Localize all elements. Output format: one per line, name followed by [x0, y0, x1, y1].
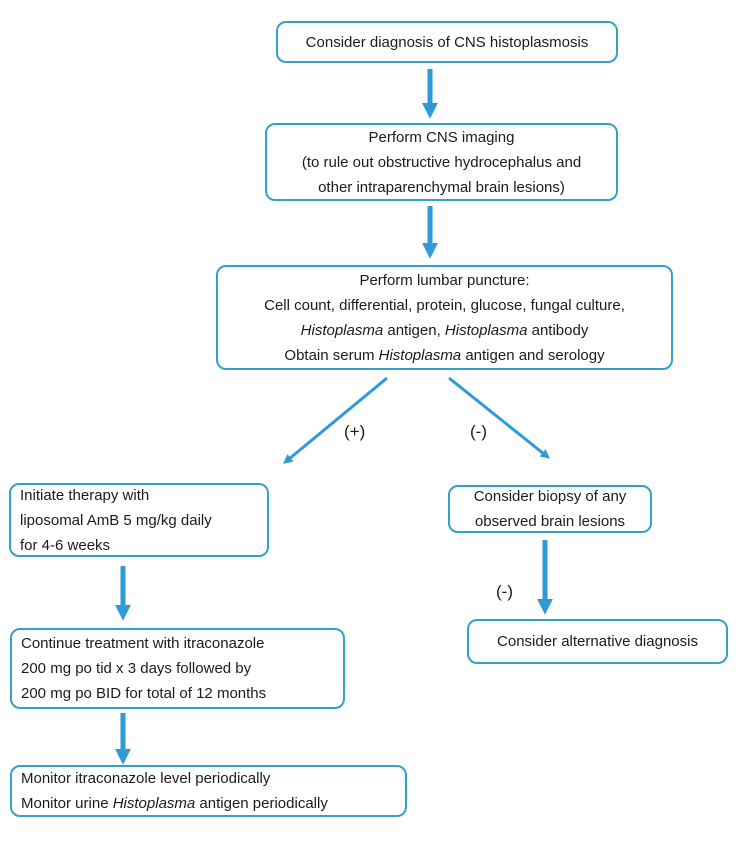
node-text: Consider diagnosis of CNS histoplasmosis	[305, 33, 589, 51]
node-text: observed brain lesions	[474, 513, 626, 530]
node-text: Perform CNS imaging	[368, 128, 515, 146]
node-alternative-diagnosis: Consider alternative diagnosis	[467, 619, 728, 664]
node-text-segment: antigen,	[383, 321, 445, 339]
italic-histoplasma: Histoplasma	[112, 795, 196, 812]
node-consider-diagnosis: Consider diagnosis of CNS histoplasmosis	[276, 21, 618, 63]
node-text: Initiate therapy with	[20, 486, 150, 504]
node-text-segment: Obtain serum	[284, 346, 379, 364]
node-text: Consider biopsy of any	[473, 488, 627, 505]
label-biopsy-negative: (-)	[496, 582, 513, 601]
node-text: Cell count, differential, protein, gluco…	[264, 296, 625, 314]
node-initiate-therapy: Initiate therapy with liposomal AmB 5 mg…	[9, 483, 269, 557]
node-text: Histoplasma antigen, Histoplasma antibod…	[222, 318, 667, 343]
italic-histoplasma: Histoplasma	[444, 321, 528, 339]
node-text: 200 mg po BID for total of 12 months	[21, 685, 267, 702]
label-csf-positive: (+)	[344, 422, 366, 441]
node-text: 200 mg po tid x 3 days followed by	[21, 660, 252, 677]
node-text-segment: antibody	[527, 321, 589, 339]
node-text: Obtain serum Histoplasma antigen and ser…	[222, 343, 667, 368]
label-csf-negative: (-)	[470, 422, 487, 441]
node-monitor: Monitor itraconazole level periodically …	[10, 765, 407, 817]
node-lumbar-puncture: Perform lumbar puncture: Cell count, dif…	[216, 265, 673, 370]
italic-histoplasma: Histoplasma	[300, 321, 384, 339]
node-continue-treatment: Continue treatment with itraconazole 200…	[10, 628, 345, 709]
node-text-segment: antigen periodically	[195, 795, 328, 812]
node-text: Perform lumbar puncture:	[359, 271, 530, 289]
node-text: Consider alternative diagnosis	[497, 633, 698, 650]
node-text: liposomal AmB 5 mg/kg daily	[20, 511, 212, 529]
node-text: other intraparenchymal brain lesions)	[318, 178, 565, 196]
node-text-segment: Monitor urine	[21, 795, 113, 812]
node-consider-biopsy: Consider biopsy of any observed brain le…	[448, 485, 652, 533]
arrow-lumbar-positive-branch	[283, 376, 388, 464]
node-text: for 4-6 weeks	[20, 536, 111, 554]
italic-histoplasma: Histoplasma	[378, 346, 462, 364]
node-cns-imaging: Perform CNS imaging (to rule out obstruc…	[265, 123, 618, 201]
node-text: Continue treatment with itraconazole	[21, 635, 265, 652]
node-text-segment: antigen and serology	[461, 346, 605, 364]
node-text: (to rule out obstructive hydrocephalus a…	[301, 153, 582, 171]
node-text: Monitor urine Histoplasma antigen period…	[21, 791, 400, 816]
arrow-lumbar-negative-branch	[448, 376, 550, 459]
node-text: Monitor itraconazole level periodically	[21, 770, 271, 787]
